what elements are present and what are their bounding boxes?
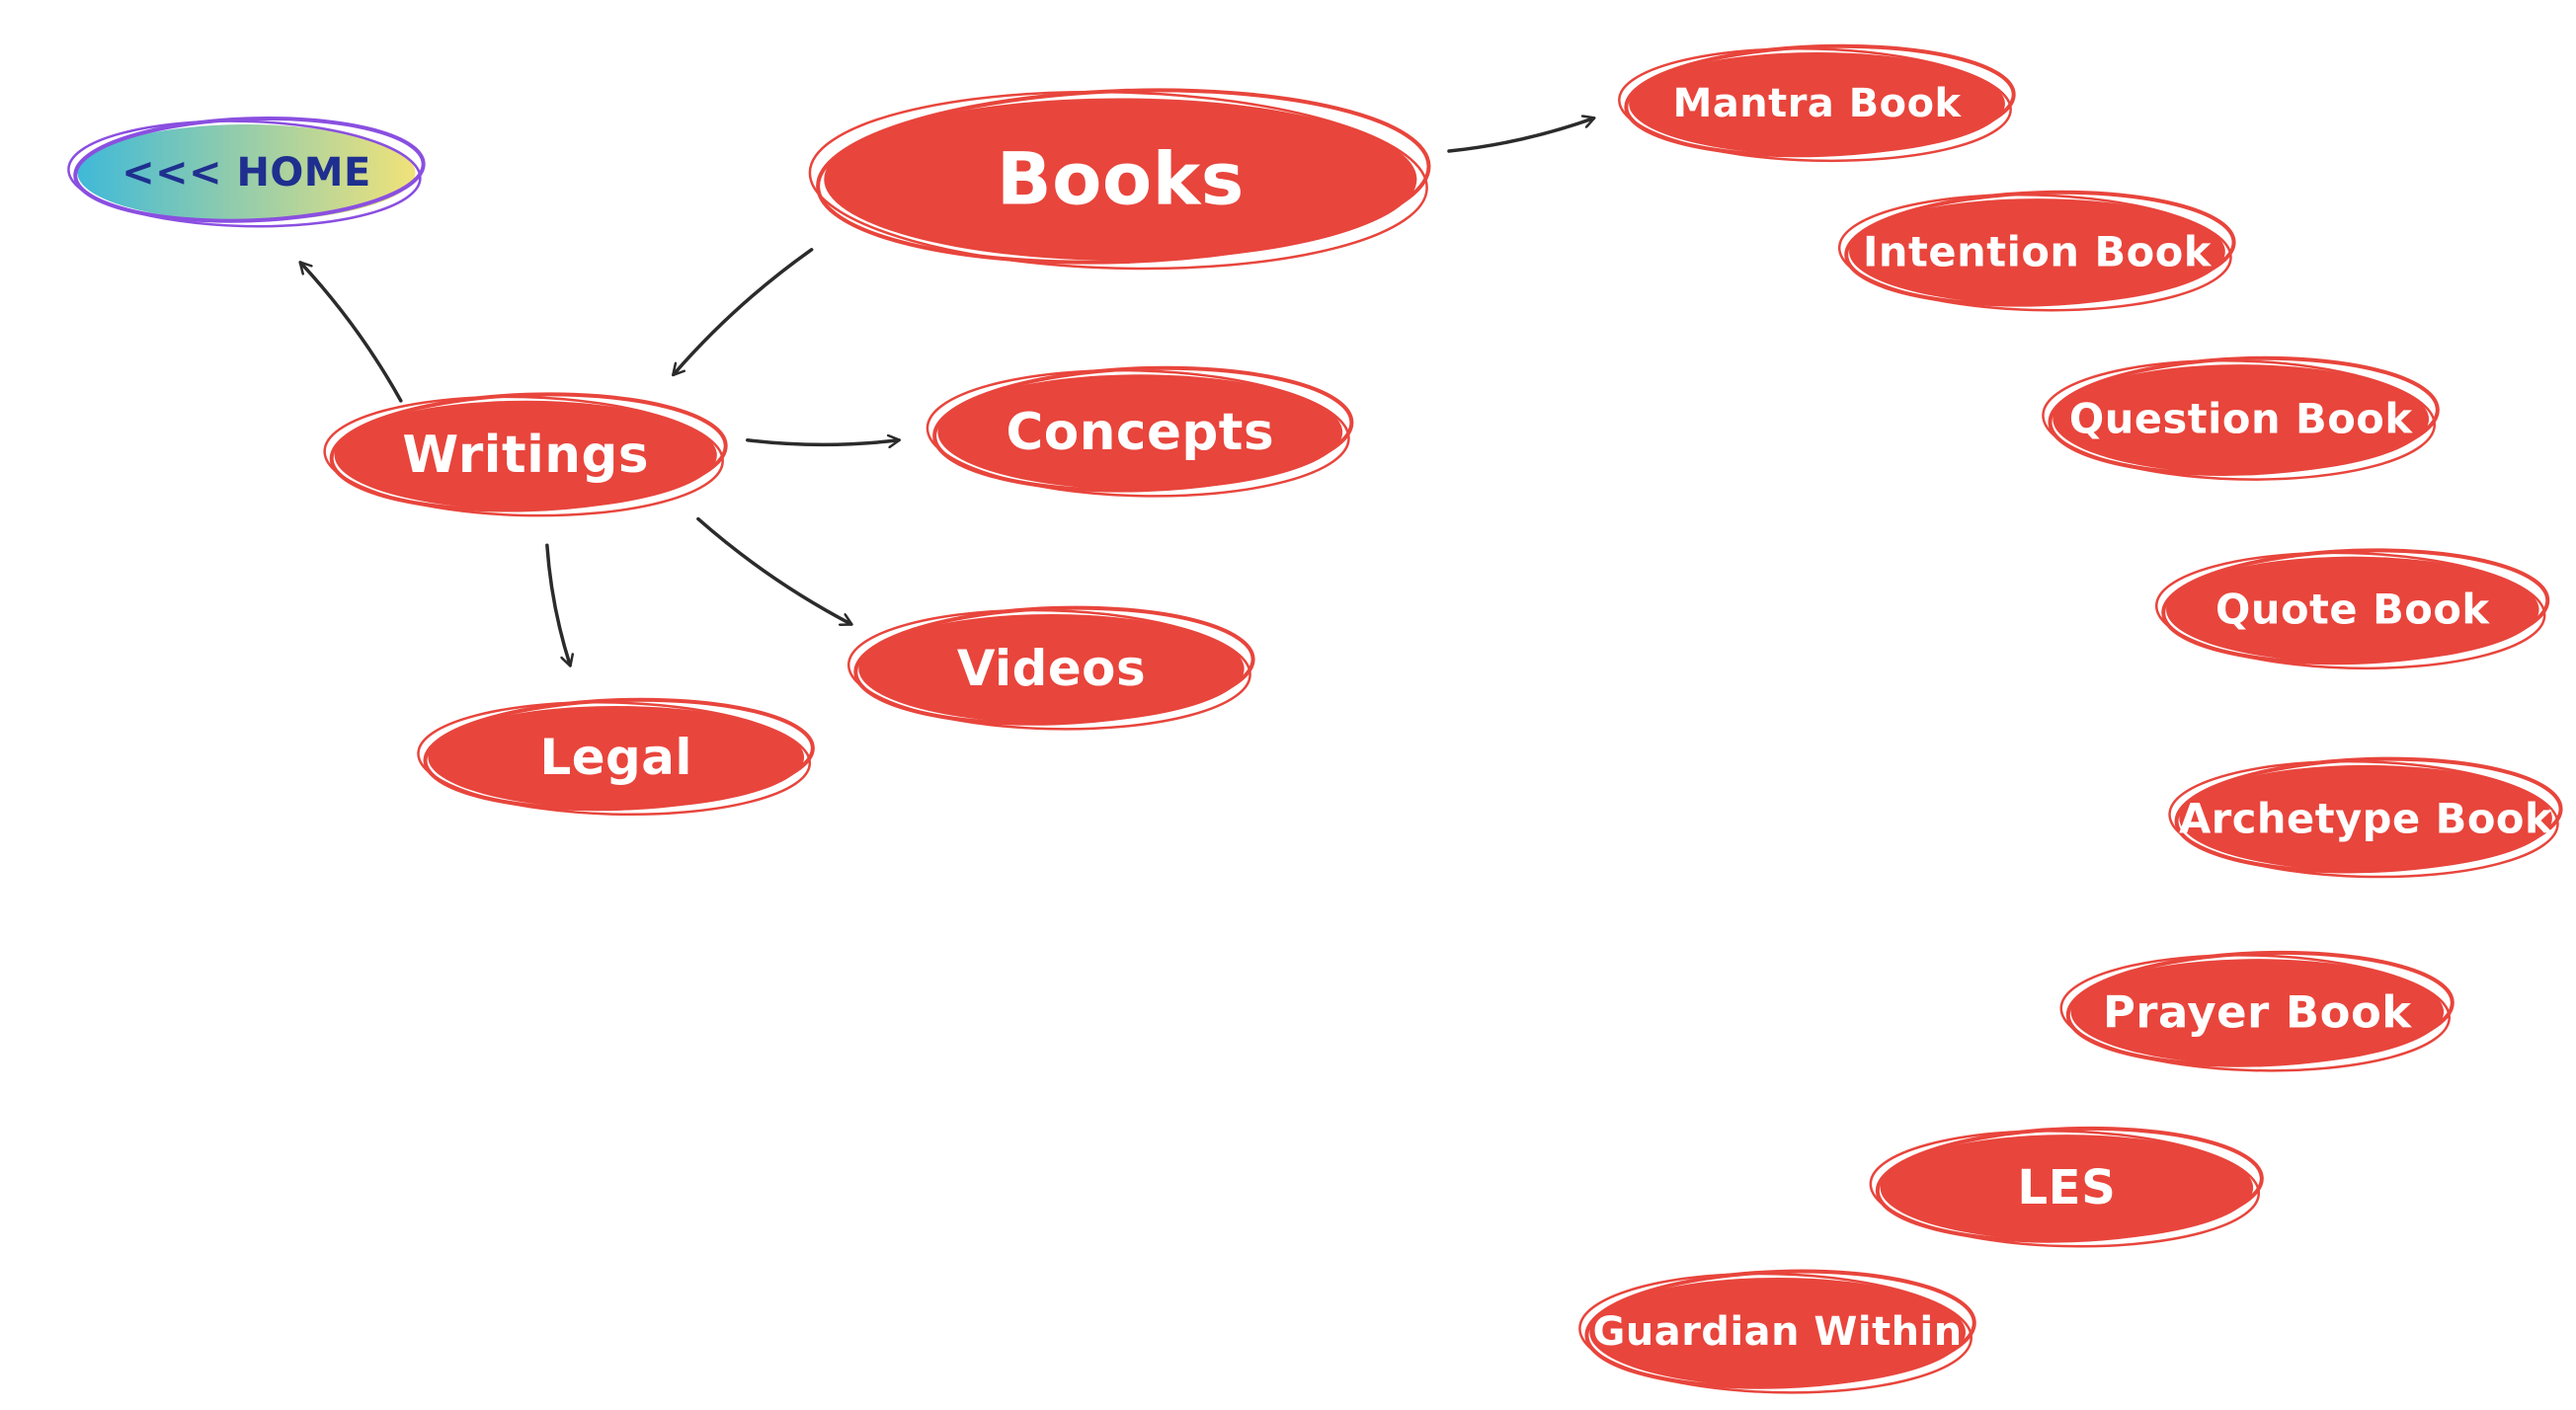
archetype-book-ellipse [2168,756,2563,879]
home-button[interactable]: <<< HOME [121,149,371,196]
videos-node[interactable]: Videos [956,640,1147,698]
les-ellipse [1869,1126,2264,1248]
books-node[interactable]: Books [996,137,1245,222]
prayer-book-node[interactable]: Prayer Book [2102,985,2412,1039]
home-ellipse [67,116,426,228]
quote-book-ellipse [2154,548,2550,670]
books-ellipse [808,88,1431,271]
arrow-books-to-mantra-book [1447,118,1593,153]
concepts-ellipse [926,365,1354,498]
connector-arrows [300,118,1593,666]
prayer-book-ellipse [2059,950,2455,1072]
intention-book-node[interactable]: Intention Book [1862,227,2212,276]
writings-node[interactable]: Writings [402,426,650,486]
question-book-ellipse [2042,355,2440,481]
legal-node[interactable]: Legal [539,729,692,787]
writings-ellipse [323,392,728,517]
arrow-writings-to-home [300,263,403,403]
diagram-nodes [67,43,2563,1394]
quote-book-node[interactable]: Quote Book [2215,585,2490,634]
intention-book-ellipse [1837,190,2236,312]
arrow-writings-to-legal [545,543,570,665]
legal-ellipse [417,697,815,817]
question-book-node[interactable]: Question Book [2068,394,2413,443]
arrow-books-to-writings [674,248,814,374]
les-node[interactable]: LES [2017,1159,2117,1215]
mantra-book-node[interactable]: Mantra Book [1672,81,1962,127]
videos-ellipse [846,605,1255,731]
arrow-writings-to-videos [696,516,851,624]
concepts-node[interactable]: Concepts [1006,402,1275,462]
archetype-book-node[interactable]: Archetype Book [2179,794,2553,843]
guardian-within-ellipse [1578,1269,1976,1394]
mantra-book-ellipse [1618,43,2016,163]
guardian-within-node[interactable]: Guardian Within [1592,1309,1963,1356]
arrow-writings-to-concepts [746,440,899,445]
